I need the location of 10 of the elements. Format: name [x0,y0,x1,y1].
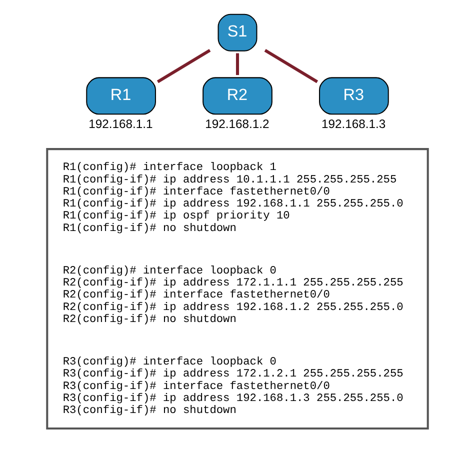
connector [156,49,210,84]
node-text: R1(config)# interface loopback 1 R1(config-if)# ip address 10.1.1.1 255.255.255.255 R1(config-if)# interface fastethernet0/0 R1(config-if)# ip address 192.168.1.1 255.255.255.0 R1(config-if)# ip ospf priority 10 R1(config-if)# no shutdown [62,162,403,235]
connector [264,49,318,84]
node-text: R3(config)# interface loopback 0 R3(config-if)# ip address 172.1.2.1 255.255.255.255 R3(config-if)# interface fastethernet0/0 R3(config-if)# ip address 192.168.1.3 255.255.255.0 R3(config-if)# no shutdown [62,356,403,418]
node-label: 192.168.1.1 [88,116,152,131]
node-text: R2(config)# interface loopback 0 R2(config-if)# ip address 172.1.1.1 255.255.255.255 R2(config-if)# interface fastethernet0/0 R2(config-if)# ip address 192.168.1.2 255.255.255.0 R2(config-if)# no shutdown [62,265,403,326]
node-label: 192.168.1.2 [204,116,269,131]
connector [235,53,239,76]
node-label: 192.168.1.3 [321,116,386,131]
cluster [46,148,428,430]
